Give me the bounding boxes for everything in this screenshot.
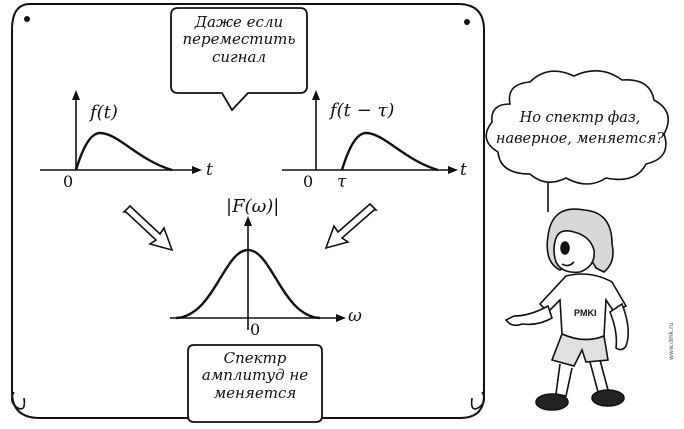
character-shirt bbox=[540, 274, 626, 340]
right-graph-axis-label: t bbox=[460, 160, 467, 180]
shirt-text: PMKI bbox=[574, 308, 597, 318]
character-eye bbox=[561, 242, 569, 254]
spectrum-axis-label: ω bbox=[348, 306, 362, 326]
pin-dot-right bbox=[464, 19, 470, 25]
right-graph-origin-label: 0 bbox=[303, 172, 313, 191]
bottom-bubble-line-1: Спектр bbox=[188, 350, 322, 367]
thought-bubble-line-1: Но спектр фаз, bbox=[492, 108, 668, 129]
character-arm-right bbox=[610, 304, 628, 350]
character-illustration: PMKI bbox=[506, 209, 628, 410]
top-bubble-line-3: сигнал bbox=[171, 49, 307, 66]
thought-bubble-line-2: наверное, меняется? bbox=[492, 129, 668, 150]
bottom-bubble-line-2: амплитуд не bbox=[188, 367, 322, 384]
bottom-bubble-text: Спектр амплитуд не меняется bbox=[188, 350, 322, 402]
character-shoe-right bbox=[592, 390, 624, 406]
top-bubble-line-1: Даже если bbox=[171, 14, 307, 31]
right-graph-shift-label: τ bbox=[337, 172, 346, 192]
pin-dot-left bbox=[24, 16, 30, 22]
thought-bubble-text: Но спектр фаз, наверное, меняется? bbox=[492, 108, 668, 150]
character-shoe-left bbox=[536, 394, 568, 410]
top-bubble-line-2: переместить bbox=[171, 31, 307, 48]
spectrum-function-label: |F(ω)| bbox=[226, 196, 279, 217]
left-graph-axis-label: t bbox=[206, 160, 213, 180]
left-graph-origin-label: 0 bbox=[63, 172, 73, 191]
side-note: www.dmk.ru bbox=[668, 300, 675, 360]
bottom-bubble-line-3: меняется bbox=[188, 385, 322, 402]
top-bubble-text: Даже если переместить сигнал bbox=[171, 14, 307, 66]
spectrum-origin-label: 0 bbox=[250, 320, 260, 339]
left-graph-function-label: f(t) bbox=[90, 102, 118, 123]
right-graph-function-label: f(t − τ) bbox=[330, 100, 394, 121]
character-arm bbox=[506, 306, 552, 325]
